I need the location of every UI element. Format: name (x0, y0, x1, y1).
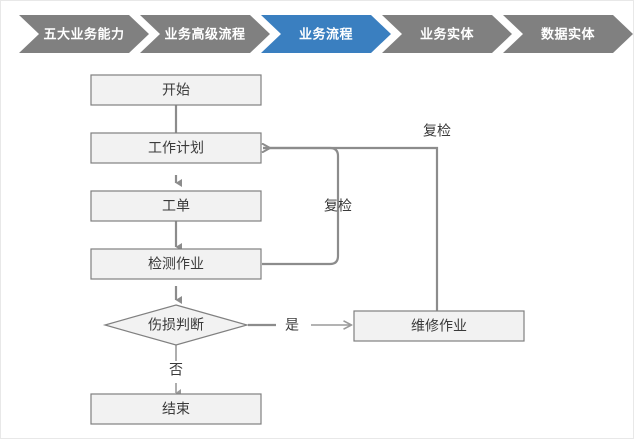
node-end[interactable]: 结束 (90, 393, 262, 425)
edge-label-recheck-outer: 复检 (423, 123, 451, 139)
breadcrumb-step-2-label: 业务高级流程 (164, 26, 245, 41)
breadcrumb-step-1[interactable]: 五大业务能力 (19, 15, 149, 53)
breadcrumb-step-4-label: 业务实体 (420, 26, 475, 41)
edge-label-recheck-inner: 复检 (324, 198, 352, 214)
breadcrumb-step-1-shape (19, 15, 149, 53)
edge-recheck-outer (263, 148, 439, 311)
node-repair-shape (353, 310, 525, 342)
breadcrumb-step-3[interactable]: 业务流程 (261, 15, 391, 53)
breadcrumb-step-5-shape (503, 15, 633, 53)
node-inspect[interactable]: 检测作业 (90, 248, 262, 280)
node-decision[interactable]: 伤损判断 (102, 304, 250, 346)
breadcrumb-step-4-shape (382, 15, 512, 53)
node-plan[interactable]: 工作计划 (90, 132, 262, 164)
breadcrumb-step-5[interactable]: 数据实体 (503, 15, 633, 53)
node-start[interactable]: 开始 (90, 74, 262, 106)
node-repair-label: 维修作业 (411, 318, 467, 334)
node-order[interactable]: 工单 (90, 190, 262, 222)
node-order-shape (90, 190, 262, 222)
node-plan-label: 工作计划 (148, 140, 204, 156)
breadcrumb-step-3-shape (261, 15, 391, 53)
node-inspect-shape (90, 248, 262, 280)
breadcrumb-step-2-shape (140, 15, 270, 53)
node-inspect-label: 检测作业 (148, 256, 204, 272)
breadcrumb-step-5-label: 数据实体 (541, 26, 596, 41)
node-end-label: 结束 (162, 401, 190, 417)
breadcrumb-step-1-label: 五大业务能力 (43, 26, 124, 41)
edge-label-yes: 是 (285, 317, 299, 333)
node-decision-shape (102, 304, 250, 346)
breadcrumb-step-3-label: 业务流程 (299, 26, 353, 41)
node-end-shape (90, 393, 262, 425)
node-repair[interactable]: 维修作业 (353, 310, 525, 342)
edge-label-no: 否 (169, 362, 183, 378)
node-plan-shape (90, 132, 262, 164)
flowchart: 复检 复检 是 否 开始 工作计划 (1, 55, 633, 438)
node-decision-label: 伤损判断 (148, 317, 204, 333)
breadcrumb-step-2[interactable]: 业务高级流程 (140, 15, 270, 53)
node-start-shape (90, 74, 262, 106)
node-start-label: 开始 (162, 82, 190, 98)
node-order-label: 工单 (162, 198, 190, 214)
breadcrumb: 五大业务能力 业务高级流程 业务流程 业务实体 数据实体 (1, 13, 633, 55)
breadcrumb-step-4[interactable]: 业务实体 (382, 15, 512, 53)
